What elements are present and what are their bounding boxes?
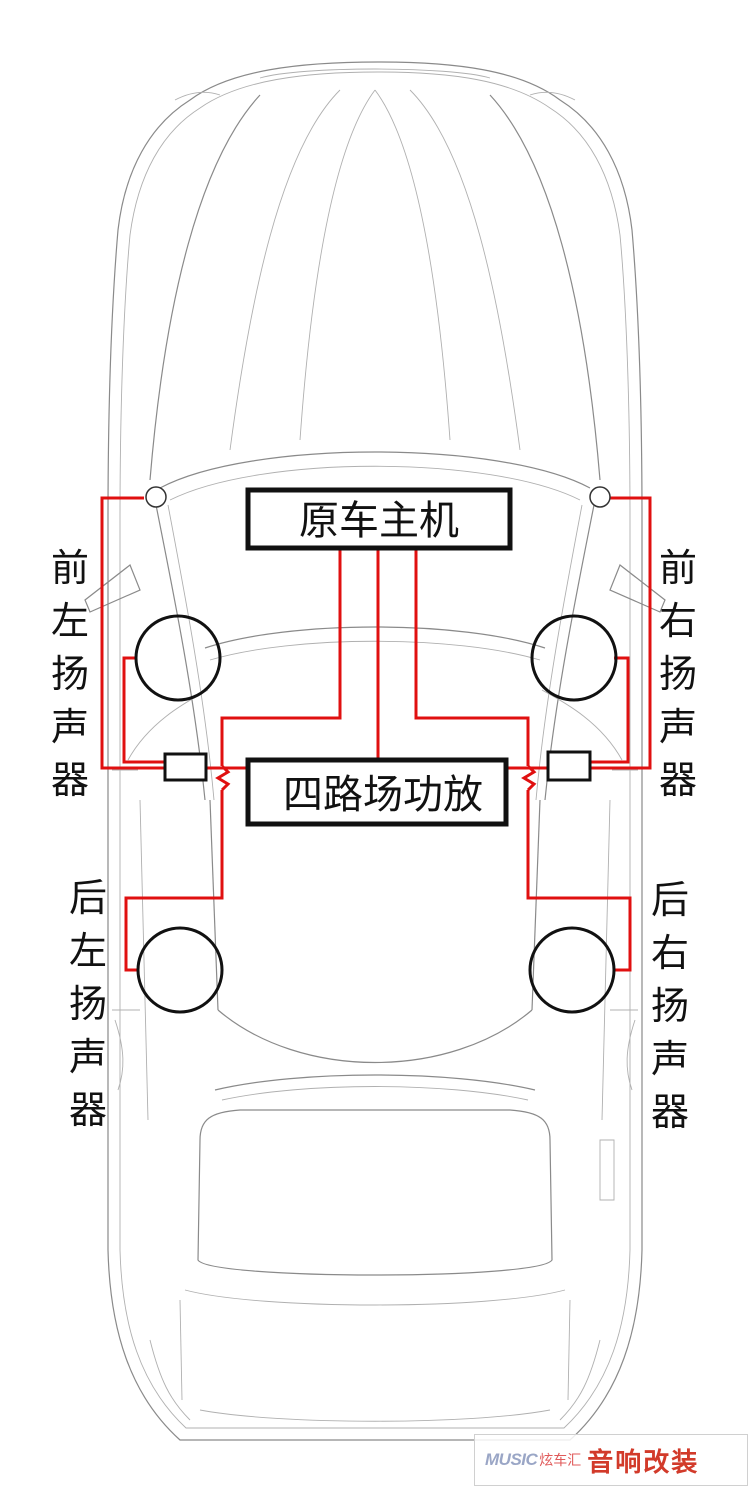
front-left-speaker-label: 前左扬声器 — [50, 546, 89, 802]
watermark: MUSIC 炫车汇 音响改装 — [474, 1434, 748, 1486]
car-body-outline — [84, 61, 666, 1441]
speakers — [134, 486, 618, 1014]
wire-rear-right — [526, 790, 632, 972]
wire-front-right-tweeter — [590, 496, 652, 770]
rear-left-speaker-label: 后左扬声器 — [68, 876, 107, 1132]
watermark-brand: 炫车汇 — [539, 1452, 582, 1468]
amplifier: 四路场功放 — [245, 757, 509, 827]
front-right-crossover — [546, 750, 592, 782]
amplifier-label: 四路场功放 — [283, 772, 483, 818]
front-right-speaker — [530, 614, 618, 702]
rear-right-speaker-label: 后右扬声器 — [650, 878, 689, 1134]
wire-front-left-woofer — [122, 656, 165, 764]
rear-left-speaker — [136, 926, 224, 1014]
speaker-wiring — [100, 496, 652, 972]
front-right-tweeter — [589, 486, 611, 508]
wire-front-right-woofer — [590, 656, 630, 764]
wire-left-zigzag — [215, 764, 231, 792]
wire-right-zigzag — [521, 764, 537, 792]
front-left-tweeter — [145, 486, 167, 508]
watermark-logo: MUSIC — [485, 1450, 538, 1469]
wire-rear-left — [124, 790, 224, 972]
wire-head-to-amp-left — [220, 548, 342, 766]
wire-head-to-amp-right — [414, 548, 530, 766]
front-right-speaker-label: 前右扬声器 — [658, 546, 697, 802]
front-left-speaker — [134, 614, 222, 702]
front-left-crossover — [163, 752, 208, 782]
head-unit: 原车主机 — [245, 487, 513, 551]
watermark-title: 音响改装 — [587, 1447, 700, 1478]
wire-front-left-tweeter — [100, 496, 165, 770]
head-unit-label: 原车主机 — [299, 498, 459, 544]
rear-right-speaker — [528, 926, 616, 1014]
